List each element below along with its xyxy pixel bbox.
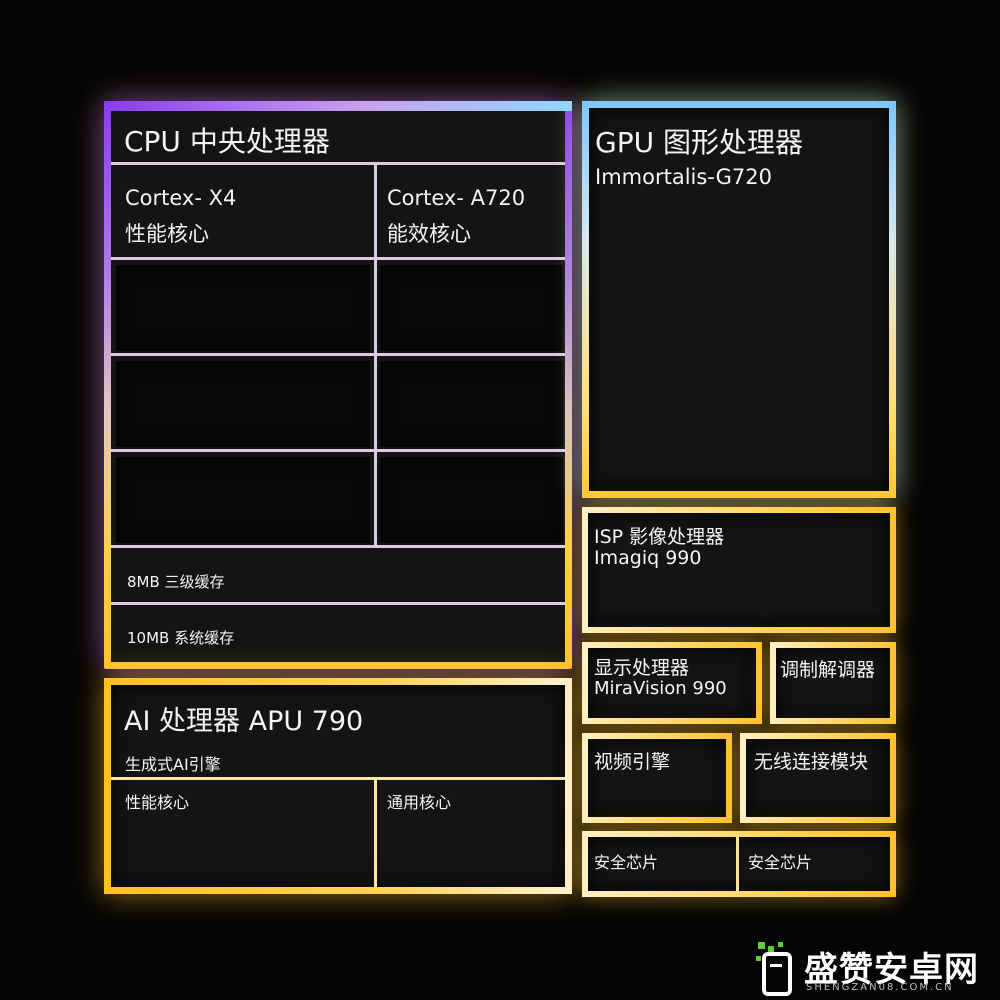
ai-general-core-label: 通用核心 xyxy=(387,793,452,812)
ai-column-divider xyxy=(374,777,377,887)
core-slot xyxy=(380,457,563,543)
security-block: 安全芯片 安全芯片 xyxy=(582,831,896,897)
wireless-title: 无线连接模块 xyxy=(754,751,869,773)
wireless-block: 无线连接模块 xyxy=(740,733,896,823)
ai-processor-block: AI 处理器 APU 790 生成式AI引擎 性能核心 通用核心 xyxy=(104,678,572,894)
gpu-block: GPU 图形处理器 Immortalis-G720 xyxy=(582,101,896,498)
cortex-x4-label: Cortex- X4 xyxy=(125,186,237,210)
core-slot xyxy=(380,361,563,447)
watermark-text: 盛赞安卓网 xyxy=(804,950,979,990)
phone-logo-icon xyxy=(756,942,792,996)
security-chip-left: 安全芯片 xyxy=(594,853,659,872)
cpu-top-border xyxy=(104,101,572,111)
core-slot xyxy=(380,265,563,351)
cortex-a720-desc: 能效核心 xyxy=(387,222,471,246)
core-slot xyxy=(116,457,370,543)
watermark: 盛赞安卓网 SHENGZAN08.COM.CN xyxy=(752,940,992,998)
cortex-a720-label: Cortex- A720 xyxy=(387,186,526,210)
cpu-divider xyxy=(111,602,565,605)
cpu-block: CPU 中央处理器 Cortex- X4 性能核心 Cortex- A720 能… xyxy=(104,101,572,669)
display-model: MiraVision 990 xyxy=(594,678,727,699)
core-slot xyxy=(116,265,370,351)
video-engine-title: 视频引擎 xyxy=(594,751,671,773)
cpu-divider xyxy=(111,353,565,356)
gpu-title: GPU 图形处理器 xyxy=(595,126,803,159)
modem-block: 调制解调器 xyxy=(770,642,896,724)
cpu-divider xyxy=(111,545,565,548)
modem-title: 调制解调器 xyxy=(780,659,876,681)
display-processor-block: 显示处理器 MiraVision 990 xyxy=(582,642,762,724)
system-cache-label: 10MB 系统缓存 xyxy=(127,629,235,647)
video-engine-block: 视频引擎 xyxy=(582,733,732,823)
ai-perf-core-label: 性能核心 xyxy=(125,793,190,812)
gpu-model: Immortalis-G720 xyxy=(595,165,773,189)
cortex-x4-desc: 性能核心 xyxy=(125,222,209,246)
cpu-divider xyxy=(111,162,565,165)
l3-cache-label: 8MB 三级缓存 xyxy=(127,573,225,591)
isp-model: Imagiq 990 xyxy=(594,547,702,569)
watermark-url: SHENGZAN08.COM.CN xyxy=(806,982,954,993)
cpu-divider xyxy=(111,257,565,260)
ai-engine-label: 生成式AI引擎 xyxy=(125,755,221,774)
ai-title: AI 处理器 APU 790 xyxy=(124,706,364,737)
cpu-column-divider xyxy=(374,162,377,548)
cpu-divider xyxy=(111,449,565,452)
security-divider xyxy=(736,837,739,891)
security-chip-right: 安全芯片 xyxy=(748,853,813,872)
isp-title: ISP 影像处理器 xyxy=(594,526,725,548)
core-slot xyxy=(116,361,370,447)
ai-divider xyxy=(111,777,565,780)
cpu-title: CPU 中央处理器 xyxy=(124,125,330,158)
isp-block: ISP 影像处理器 Imagiq 990 xyxy=(582,507,896,633)
display-title: 显示处理器 xyxy=(594,657,690,679)
